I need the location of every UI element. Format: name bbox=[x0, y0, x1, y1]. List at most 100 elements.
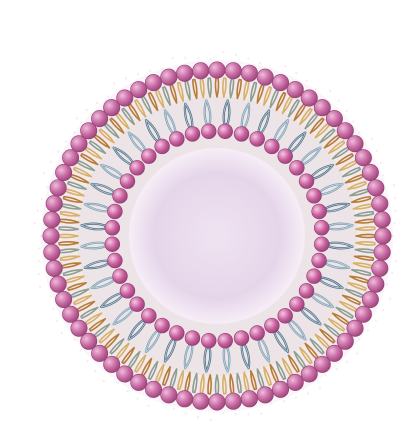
fringe-dot bbox=[125, 77, 127, 79]
fringe-dot bbox=[209, 419, 211, 421]
fringe-dot bbox=[117, 382, 119, 384]
inner-head bbox=[169, 326, 184, 341]
fringe-dot bbox=[338, 100, 340, 102]
fringe-dot bbox=[270, 67, 272, 69]
fringe-dot bbox=[197, 57, 199, 59]
inner-head bbox=[289, 297, 304, 312]
outer-head bbox=[193, 63, 209, 79]
fringe-dot bbox=[86, 360, 88, 362]
inner-head bbox=[113, 269, 128, 284]
fringe-dot bbox=[136, 397, 138, 399]
fringe-dot bbox=[103, 380, 105, 382]
fringe-dot bbox=[235, 54, 237, 56]
fringe-dot bbox=[185, 412, 187, 414]
inner-head bbox=[113, 188, 128, 203]
fringe-dot bbox=[86, 109, 88, 111]
fringe-dot bbox=[247, 58, 249, 60]
inner-head bbox=[264, 318, 279, 333]
fringe-dot bbox=[107, 95, 109, 97]
inner-head bbox=[299, 283, 314, 298]
fringe-dot bbox=[184, 57, 186, 59]
outer-head bbox=[272, 381, 288, 397]
outer-head bbox=[62, 306, 78, 322]
outer-head bbox=[131, 374, 147, 390]
fringe-dot bbox=[149, 70, 151, 72]
fringe-dot bbox=[345, 110, 347, 112]
fringe-dot bbox=[260, 412, 262, 414]
fringe-dot bbox=[38, 273, 40, 275]
fringe-dot bbox=[50, 161, 52, 163]
outer-head bbox=[372, 195, 388, 211]
outer-head bbox=[131, 81, 147, 97]
outer-head bbox=[301, 366, 317, 382]
inner-head bbox=[250, 326, 265, 341]
fringe-dot bbox=[325, 374, 327, 376]
fringe-dot bbox=[346, 361, 348, 363]
aqueous-core bbox=[129, 148, 305, 324]
fringe-dot bbox=[49, 295, 51, 297]
fringe-dot bbox=[65, 140, 67, 142]
fringe-dot bbox=[307, 392, 309, 394]
inner-head bbox=[299, 174, 314, 189]
outer-head bbox=[46, 260, 62, 276]
fringe-dot bbox=[57, 150, 59, 152]
outer-head bbox=[368, 180, 384, 196]
outer-head bbox=[287, 81, 303, 97]
fringe-dot bbox=[39, 286, 41, 288]
fringe-dot bbox=[247, 413, 249, 415]
fringe-dot bbox=[38, 247, 40, 249]
fringe-dot bbox=[284, 65, 286, 67]
outer-head bbox=[145, 74, 161, 90]
fringe-dot bbox=[382, 309, 384, 311]
outer-head bbox=[62, 150, 78, 166]
outer-head bbox=[362, 164, 378, 180]
fringe-dot bbox=[391, 272, 393, 274]
inner-head bbox=[250, 132, 265, 147]
fringe-dot bbox=[137, 73, 139, 75]
outer-head bbox=[44, 212, 60, 228]
fringe-dot bbox=[222, 412, 224, 414]
fringe-dot bbox=[79, 349, 81, 351]
outer-head bbox=[176, 65, 192, 81]
fringe-dot bbox=[73, 338, 75, 340]
outer-head bbox=[272, 74, 288, 90]
outer-head bbox=[355, 150, 371, 166]
fringe-dot bbox=[393, 184, 395, 186]
fringe-dot bbox=[394, 197, 396, 199]
outer-head bbox=[362, 291, 378, 307]
fringe-dot bbox=[37, 210, 39, 212]
inner-head bbox=[141, 308, 156, 323]
inner-head bbox=[108, 204, 123, 219]
outer-head bbox=[241, 391, 257, 407]
inner-head bbox=[314, 237, 329, 252]
outer-head bbox=[287, 374, 303, 390]
fringe-dot bbox=[147, 404, 149, 406]
outer-head bbox=[145, 381, 161, 397]
fringe-dot bbox=[52, 308, 54, 310]
inner-head bbox=[289, 160, 304, 175]
fringe-dot bbox=[358, 131, 360, 133]
outer-head bbox=[225, 393, 241, 409]
inner-head bbox=[278, 149, 293, 164]
outer-head bbox=[193, 393, 209, 409]
fringe-dot bbox=[40, 235, 42, 237]
inner-head bbox=[278, 308, 293, 323]
outer-head bbox=[374, 244, 390, 260]
outer-head bbox=[209, 62, 225, 78]
fringe-dot bbox=[94, 370, 96, 372]
fringe-dot bbox=[46, 186, 48, 188]
outer-head bbox=[44, 244, 60, 260]
inner-head bbox=[264, 139, 279, 154]
inner-head bbox=[314, 220, 329, 235]
outer-head bbox=[355, 306, 371, 322]
fringe-dot bbox=[161, 402, 163, 404]
outer-head bbox=[347, 136, 363, 152]
outer-head bbox=[55, 164, 71, 180]
fringe-dot bbox=[56, 320, 58, 322]
fringe-dot bbox=[329, 90, 331, 92]
outer-head bbox=[117, 90, 133, 106]
fringe-dot bbox=[43, 172, 45, 174]
fringe-dot bbox=[113, 82, 115, 84]
inner-head bbox=[108, 253, 123, 268]
